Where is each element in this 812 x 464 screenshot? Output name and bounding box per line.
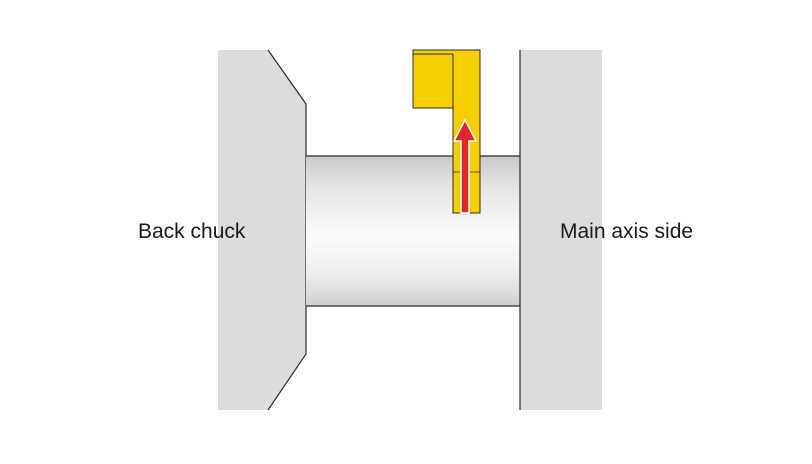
arrow-up-icon [452,118,478,214]
main-axis-side-label: Main axis side [560,220,693,243]
back-chuck [218,50,306,410]
main-axis-block [520,50,602,410]
back-chuck-label: Back chuck [138,220,246,243]
workpiece-bar [306,156,520,306]
